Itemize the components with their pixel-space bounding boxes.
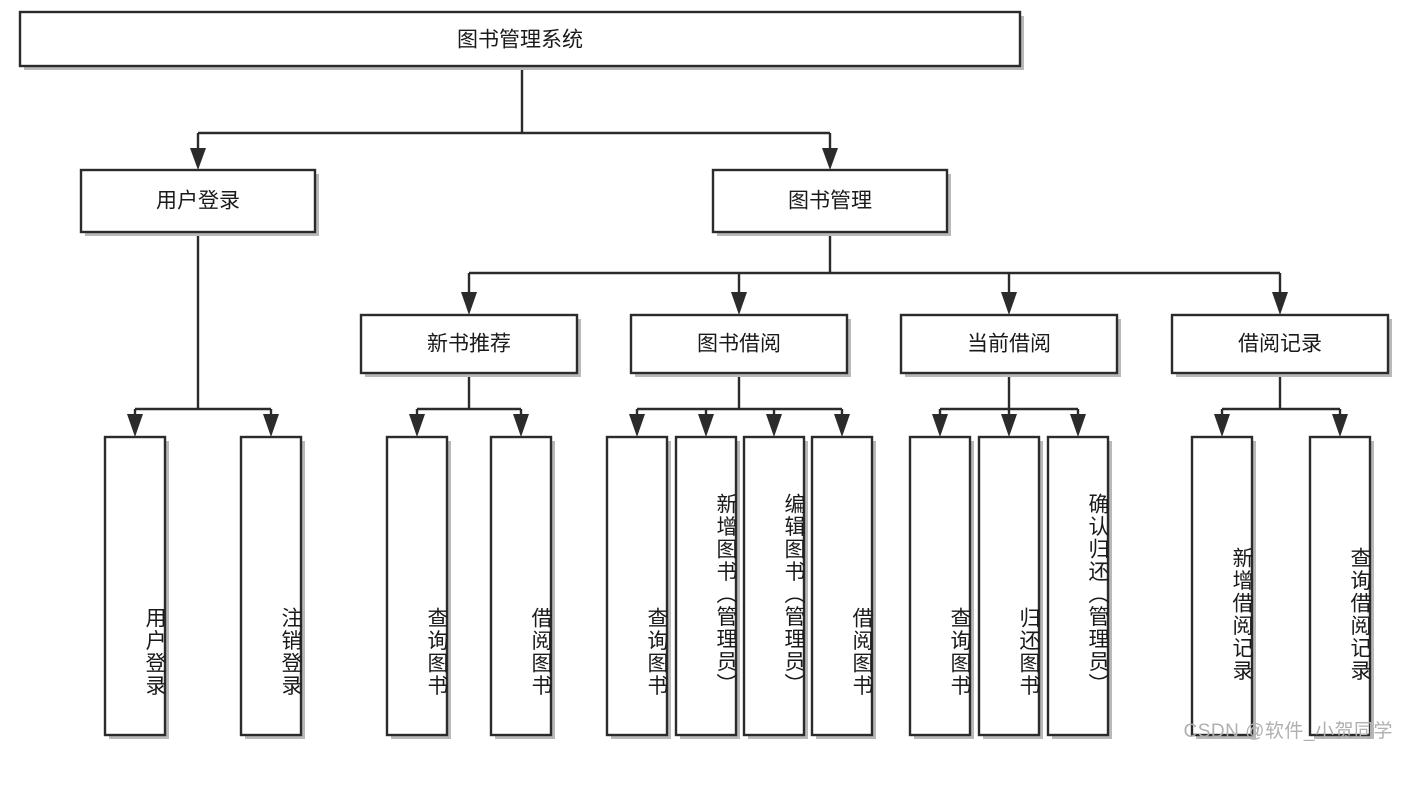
diagram-canvas: 图书管理系统 用户登录 图书管理 新书推荐 图书借阅 当前借阅: [18, 10, 1393, 742]
leaf-new-book-1-box[interactable]: [385, 435, 449, 737]
leaf-borrow-record-2[interactable]: [1308, 435, 1374, 739]
leaf-borrow-record-1-box[interactable]: [1190, 435, 1254, 737]
arrowhead-current-borrow: [1001, 292, 1017, 315]
arrowhead-leaf-bookborrow-2: [698, 414, 714, 437]
leaf-book-borrow-3[interactable]: [742, 435, 808, 739]
leaf-borrow-record-1[interactable]: [1190, 435, 1256, 739]
node-borrow-record[interactable]: 借阅记录: [1170, 313, 1392, 377]
leaf-user-login-1[interactable]: [103, 435, 169, 739]
arrowhead-user-login: [190, 148, 206, 170]
leaf-current-borrow-2-box[interactable]: [977, 435, 1041, 737]
leaf-book-borrow-2-box[interactable]: [674, 435, 738, 737]
leaf-current-borrow-1[interactable]: [908, 435, 974, 739]
arrowhead-leaf-bookborrow-3: [766, 414, 782, 437]
arrowhead-leaf-borrowrecord-1: [1214, 414, 1230, 437]
node-root-label: 图书管理系统: [457, 29, 583, 52]
arrowhead-leaf-currentborrow-1: [932, 414, 948, 437]
arrowhead-leaf-user-login-2: [263, 414, 279, 437]
leaf-book-borrow-1[interactable]: [605, 435, 671, 739]
leaf-new-book-2-box[interactable]: [489, 435, 553, 737]
leaf-user-login-2-box[interactable]: [239, 435, 303, 737]
leaf-book-borrow-1-box[interactable]: [605, 435, 669, 737]
arrowhead-leaf-user-login-1: [127, 414, 143, 437]
node-new-book-recommend-box[interactable]: [359, 313, 579, 375]
csdn-watermark: CSDN @软件_小贺同学: [1183, 721, 1393, 742]
arrowhead-leaf-currentborrow-3: [1070, 414, 1086, 437]
node-book-management-label: 图书管理: [788, 190, 872, 213]
node-current-borrow-label: 当前借阅: [967, 333, 1051, 356]
node-user-login[interactable]: 用户登录: [79, 168, 319, 236]
leaf-new-book-2[interactable]: [489, 435, 555, 739]
node-user-login-label: 用户登录: [156, 190, 240, 213]
node-book-borrow-box[interactable]: [629, 313, 849, 375]
connector-layer: [127, 70, 1348, 437]
node-root[interactable]: 图书管理系统: [18, 10, 1024, 70]
node-root-box[interactable]: [18, 10, 1022, 68]
arrowhead-book-borrow: [731, 292, 747, 315]
node-book-management-box[interactable]: [711, 168, 949, 234]
arrowhead-leaf-bookborrow-1: [629, 414, 645, 437]
leaf-current-borrow-3-box[interactable]: [1046, 435, 1110, 737]
arrowhead-book-mgmt: [822, 148, 838, 170]
arrowhead-leaf-currentborrow-2: [1001, 414, 1017, 437]
flowchart-svg: 图书管理系统 用户登录 图书管理 新书推荐 图书借阅 当前借阅: [18, 10, 1392, 739]
leaf-book-borrow-3-box[interactable]: [742, 435, 806, 737]
arrowhead-leaf-borrowrecord-2: [1332, 414, 1348, 437]
leaf-book-borrow-4[interactable]: [810, 435, 876, 739]
arrowhead-new-book: [461, 292, 477, 315]
leaf-book-borrow-4-box[interactable]: [810, 435, 874, 737]
node-book-borrow-label: 图书借阅: [697, 333, 781, 356]
arrowhead-borrow-record: [1272, 292, 1288, 315]
node-book-borrow[interactable]: 图书借阅: [629, 313, 851, 377]
leaf-current-borrow-3[interactable]: [1046, 435, 1112, 739]
arrowhead-leaf-newbook-1: [409, 414, 425, 437]
node-new-book-recommend-label: 新书推荐: [427, 333, 511, 356]
leaf-current-borrow-2[interactable]: [977, 435, 1043, 739]
node-current-borrow-box[interactable]: [899, 313, 1119, 375]
node-borrow-record-label: 借阅记录: [1238, 333, 1322, 356]
leaf-book-borrow-2[interactable]: [674, 435, 740, 739]
node-current-borrow[interactable]: 当前借阅: [899, 313, 1121, 377]
node-book-management[interactable]: 图书管理: [711, 168, 951, 236]
node-borrow-record-box[interactable]: [1170, 313, 1390, 375]
arrowhead-leaf-bookborrow-4: [834, 414, 850, 437]
node-new-book-recommend[interactable]: 新书推荐: [359, 313, 581, 377]
leaf-borrow-record-2-box[interactable]: [1308, 435, 1372, 737]
leaf-user-login-2[interactable]: [239, 435, 305, 739]
leaf-new-book-1[interactable]: [385, 435, 451, 739]
leaf-current-borrow-1-box[interactable]: [908, 435, 972, 737]
leaf-user-login-1-box[interactable]: [103, 435, 167, 737]
arrowhead-leaf-newbook-2: [513, 414, 529, 437]
node-user-login-box[interactable]: [79, 168, 317, 234]
